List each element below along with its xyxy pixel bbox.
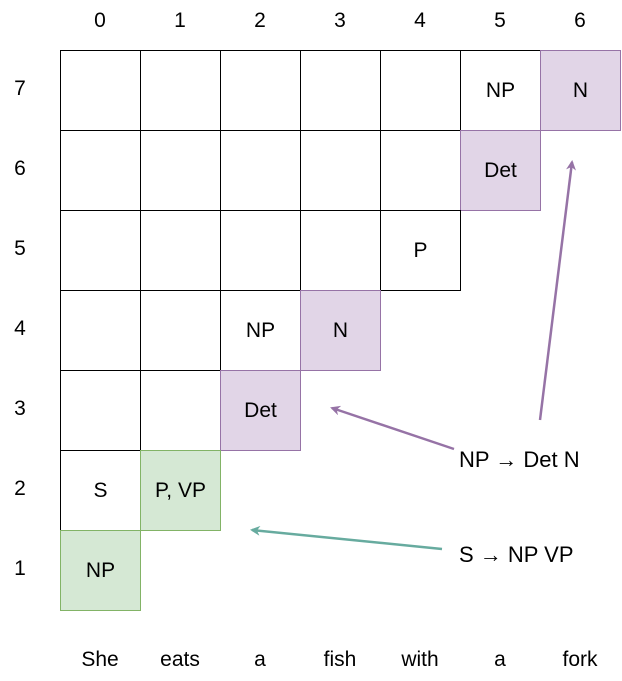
column-label: 6: [574, 9, 586, 32]
chart-cell: [380, 130, 461, 211]
chart-cell: NP: [60, 530, 141, 611]
word-label: with: [401, 648, 439, 671]
chart-cell: [140, 130, 221, 211]
word-label: fork: [562, 648, 598, 671]
word-label: fish: [323, 648, 357, 671]
chart-cell: [220, 210, 301, 291]
column-label: 5: [494, 9, 506, 32]
arrow-np-to-a-fish: [330, 405, 455, 451]
chart-cell: NP: [220, 290, 301, 371]
word-label: a: [494, 648, 506, 671]
row-label: 6: [14, 157, 26, 180]
chart-cell: N: [540, 50, 621, 131]
column-label: 1: [174, 9, 186, 32]
row-label: 7: [14, 77, 26, 100]
row-label: 2: [14, 477, 26, 500]
rule-np-det-n: NP → Det N: [459, 447, 580, 472]
row-label: 1: [14, 557, 26, 580]
word-label: a: [254, 648, 266, 671]
chart-cell: [60, 290, 141, 371]
chart-cell: [300, 210, 381, 291]
rule-s-np-vp: S → NP VP: [459, 542, 574, 567]
row-label: 5: [14, 237, 26, 260]
column-label: 2: [254, 9, 266, 32]
row-label: 3: [14, 397, 26, 420]
chart-cell: P, VP: [140, 450, 221, 531]
chart-cell: [140, 50, 221, 131]
chart-cell: N: [300, 290, 381, 371]
arrow-np-to-fork: [538, 160, 576, 421]
chart-cell: Det: [460, 130, 541, 211]
word-label: eats: [160, 648, 200, 671]
chart-cell: [60, 130, 141, 211]
column-label: 4: [414, 9, 426, 32]
chart-cell: P: [380, 210, 461, 291]
chart-cell: [140, 210, 221, 291]
arrow-s-to-np-vp: [250, 525, 443, 551]
chart-cell: NP: [460, 50, 541, 131]
chart-cell: [60, 50, 141, 131]
chart-cell: [140, 290, 221, 371]
chart-cell: [380, 50, 461, 131]
column-label: 0: [94, 9, 106, 32]
chart-cell: Det: [220, 370, 301, 451]
row-label: 4: [14, 317, 26, 340]
column-label: 3: [334, 9, 346, 32]
word-label: She: [81, 648, 119, 671]
